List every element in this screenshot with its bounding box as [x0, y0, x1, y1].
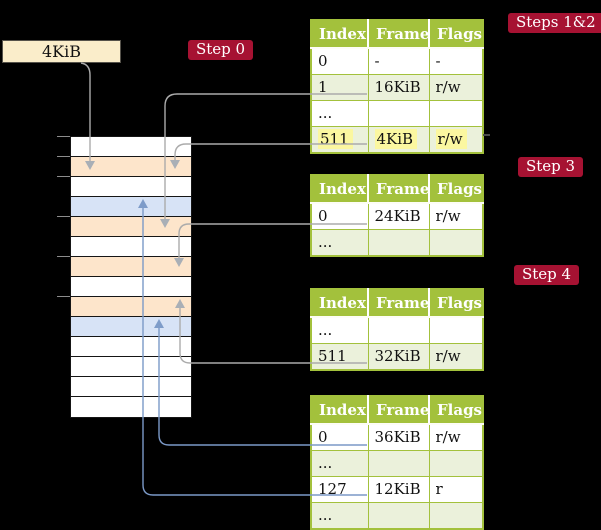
cell-flags: r/w: [428, 202, 484, 230]
cell-frame: [367, 316, 430, 344]
col-header-index: Index: [311, 289, 369, 318]
memory-row-white: [71, 377, 191, 397]
root-frame-box: 4KiB: [2, 40, 121, 63]
memory-row-blue: [71, 317, 191, 337]
memory-column: [70, 136, 192, 418]
col-header-flags: Flags: [429, 396, 483, 425]
col-header-frame: Frame: [368, 20, 430, 49]
page-table-root: Index Frame Flags 0 - - 1 16KiB r/w ... …: [310, 19, 484, 154]
memory-tick-marks: [57, 136, 70, 297]
table-row-ellipsis: ...: [310, 450, 484, 477]
cell-frame: [367, 100, 430, 127]
cell-flags: r/w: [428, 126, 484, 154]
memory-row-white: [71, 237, 191, 257]
memory-row-blue: [71, 197, 191, 217]
table-row: 0 24KiB r/w: [310, 202, 484, 230]
col-header-flags: Flags: [429, 289, 483, 318]
memory-row-white: [71, 397, 191, 417]
cell-flags: [428, 229, 484, 257]
col-header-flags: Flags: [429, 175, 483, 204]
memory-row-peach: [71, 157, 191, 177]
cell-index: ...: [310, 316, 369, 344]
memory-row-peach: [71, 257, 191, 277]
cell-flags: r/w: [428, 423, 484, 451]
cell-frame: -: [367, 47, 430, 75]
cell-flags: r/w: [428, 74, 484, 101]
cell-flags: [428, 502, 484, 530]
cell-flags: r/w: [428, 343, 484, 371]
table-row: 1 16KiB r/w: [310, 74, 484, 101]
highlight-mark: 4KiB: [374, 129, 418, 149]
memory-row-white: [71, 337, 191, 357]
cell-flags: [428, 316, 484, 344]
cell-flags: [428, 100, 484, 127]
cell-frame: [367, 229, 430, 257]
table-header-row: Index Frame Flags: [311, 396, 483, 425]
cell-frame: [367, 502, 430, 530]
table-row-ellipsis: ...: [310, 316, 484, 344]
page-table-leaf: Index Frame Flags 0 36KiB r/w ... 127 12…: [310, 395, 484, 530]
cell-frame: 4KiB: [367, 126, 430, 154]
cell-index: ...: [310, 100, 369, 127]
cell-index: 511: [310, 126, 369, 154]
table-row-ellipsis: ...: [310, 100, 484, 127]
table-row: 511 32KiB r/w: [310, 343, 484, 371]
table-row-ellipsis: ...: [310, 502, 484, 530]
cell-frame: 36KiB: [367, 423, 430, 451]
table-header-row: Index Frame Flags: [311, 175, 483, 204]
cell-frame: 24KiB: [367, 202, 430, 230]
cell-index: 0: [310, 47, 369, 75]
memory-row-white: [71, 177, 191, 197]
cell-index: 511: [310, 343, 369, 371]
table-row: 0 36KiB r/w: [310, 423, 484, 451]
cell-index: 0: [310, 423, 369, 451]
page-table-level3: Index Frame Flags ... 511 32KiB r/w: [310, 288, 484, 371]
cell-index: 1: [310, 74, 369, 101]
cell-frame: 16KiB: [367, 74, 430, 101]
table-header-row: Index Frame Flags: [311, 20, 483, 49]
cell-index: ...: [310, 229, 369, 257]
table-row-highlighted: 511 4KiB r/w: [310, 126, 484, 154]
col-header-frame: Frame: [368, 289, 430, 318]
col-header-flags: Flags: [429, 20, 483, 49]
cell-frame: [367, 450, 430, 477]
col-header-frame: Frame: [368, 175, 430, 204]
memory-row-white: [71, 137, 191, 157]
memory-row-white: [71, 357, 191, 377]
table-row: 0 - -: [310, 47, 484, 75]
badge-steps-1-2: Steps 1&2: [508, 13, 601, 33]
highlight-mark: r/w: [435, 129, 467, 149]
col-header-frame: Frame: [368, 396, 430, 425]
cell-flags: -: [428, 47, 484, 75]
highlight-mark: 511: [318, 129, 353, 149]
memory-row-white: [71, 277, 191, 297]
cell-frame: 32KiB: [367, 343, 430, 371]
table-row: 127 12KiB r: [310, 476, 484, 503]
badge-step-3: Step 3: [518, 157, 584, 177]
cell-index: ...: [310, 450, 369, 477]
cell-frame: 12KiB: [367, 476, 430, 503]
col-header-index: Index: [311, 20, 369, 49]
table-header-row: Index Frame Flags: [311, 289, 483, 318]
table-row-ellipsis: ...: [310, 229, 484, 257]
cell-index: 0: [310, 202, 369, 230]
badge-step-0: Step 0: [188, 40, 254, 60]
memory-row-peach: [71, 217, 191, 237]
cell-flags: r: [428, 476, 484, 503]
cell-flags: [428, 450, 484, 477]
memory-row-peach: [71, 297, 191, 317]
badge-step-4: Step 4: [514, 265, 580, 285]
col-header-index: Index: [311, 175, 369, 204]
col-header-index: Index: [311, 396, 369, 425]
cell-index: ...: [310, 502, 369, 530]
cell-index: 127: [310, 476, 369, 503]
page-table-level2: Index Frame Flags 0 24KiB r/w ...: [310, 174, 484, 257]
